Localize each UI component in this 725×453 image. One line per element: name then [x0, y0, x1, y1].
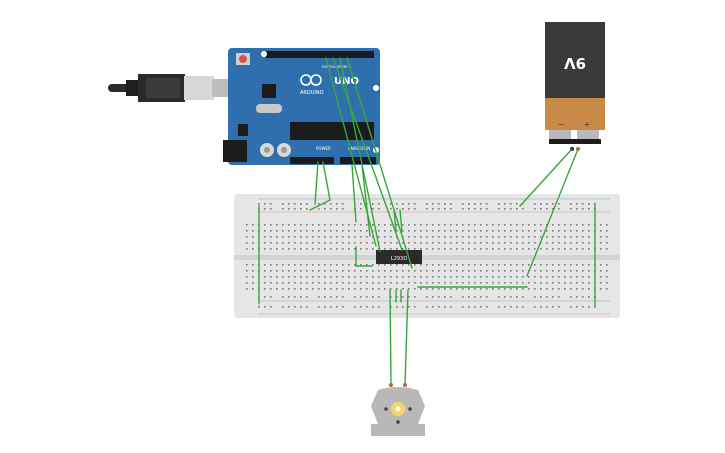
battery-minus-label: −: [558, 120, 565, 129]
dc-motor[interactable]: [371, 383, 425, 436]
arduino-model-label: UNO: [334, 76, 359, 87]
wire-d-c: [339, 57, 381, 252]
wire-ar-gnd: [351, 164, 357, 223]
usb-cable: [108, 74, 230, 102]
battery-label: 9V: [564, 54, 586, 72]
wire-ic-gnd: [355, 246, 373, 267]
wire-d-b: [332, 57, 403, 251]
breadboard-holes: [246, 203, 608, 308]
wire-bat-pos: [526, 148, 579, 277]
wire-power-gnd: [309, 161, 331, 211]
battery-plus-label: +: [584, 120, 591, 129]
wire-bat-neg: [519, 148, 573, 207]
wire-motor-a: [389, 289, 392, 386]
wire-ic-top2: [399, 209, 403, 233]
wires: [258, 57, 596, 386]
wire-power-5v: [314, 161, 319, 205]
wire-ic-top: [393, 209, 397, 233]
ic-label: L293D: [391, 256, 407, 262]
breadboard[interactable]: [234, 194, 620, 318]
arduino-brand-label: ARDUINO: [300, 90, 324, 96]
wire-motor-b: [404, 289, 409, 386]
arduino-power-label: POWER: [316, 146, 331, 151]
wire-d-d: [346, 57, 413, 269]
arduino-logo-icon: [300, 74, 322, 86]
battery-9v[interactable]: 9V − +: [545, 22, 605, 151]
l293d-chip[interactable]: L293D: [376, 250, 422, 264]
arduino-uno-board[interactable]: UNO ARDUINO DIGITAL (PWM~) POWER ANALOG …: [223, 48, 380, 165]
wire-ar-vcc: [361, 164, 371, 237]
